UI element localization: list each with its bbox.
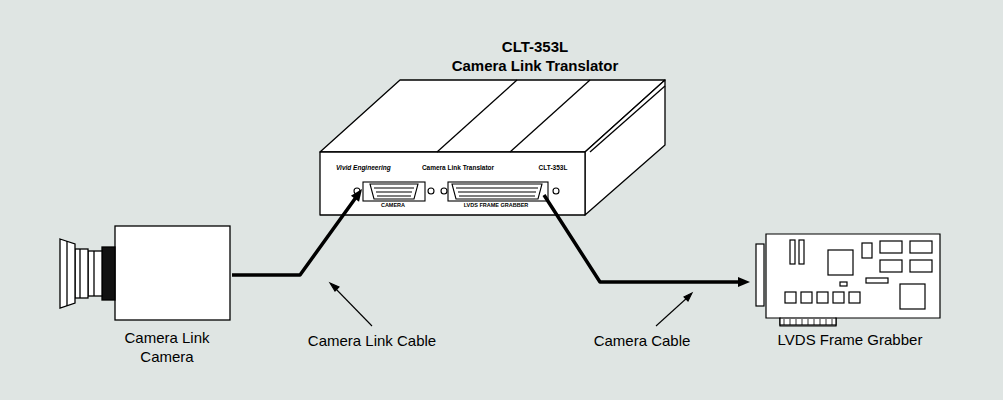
frame-grabber-node: LVDS Frame Grabber [750,228,945,376]
cable-callout: Camera Link Cable [306,332,438,349]
node-text: Vivid Engineering [336,163,408,172]
node-text: Camera Link Translator [385,56,685,75]
cable-callout: Camera Cable [592,332,693,349]
camera-illustration [60,226,230,320]
node-text: Camera Link Translator [408,163,508,172]
camera-node: Camera Link Camera [40,225,232,370]
node-text: LVDS FRAME GRABBER [444,202,548,209]
frame-grabber-board [756,234,940,326]
panel-connectors [354,182,559,201]
node-text: CLT-353L [528,163,578,172]
translator-node: CLT-353L Camera Link TranslatorVivid Engi… [318,35,670,220]
cable-connector [232,189,362,275]
lvds-connector: LVDS FRAME GRABBER [444,181,548,211]
callout-leader [330,283,692,326]
camera-connector: CAMERA [362,181,424,211]
translator-housing [320,80,665,215]
cable-connector [544,195,750,287]
node-text: Camera Link Camera [117,328,217,366]
node-text: CAMERA [362,202,424,209]
node-text: CLT-353L [385,37,685,56]
node-text: LVDS Frame Grabber [770,330,930,349]
